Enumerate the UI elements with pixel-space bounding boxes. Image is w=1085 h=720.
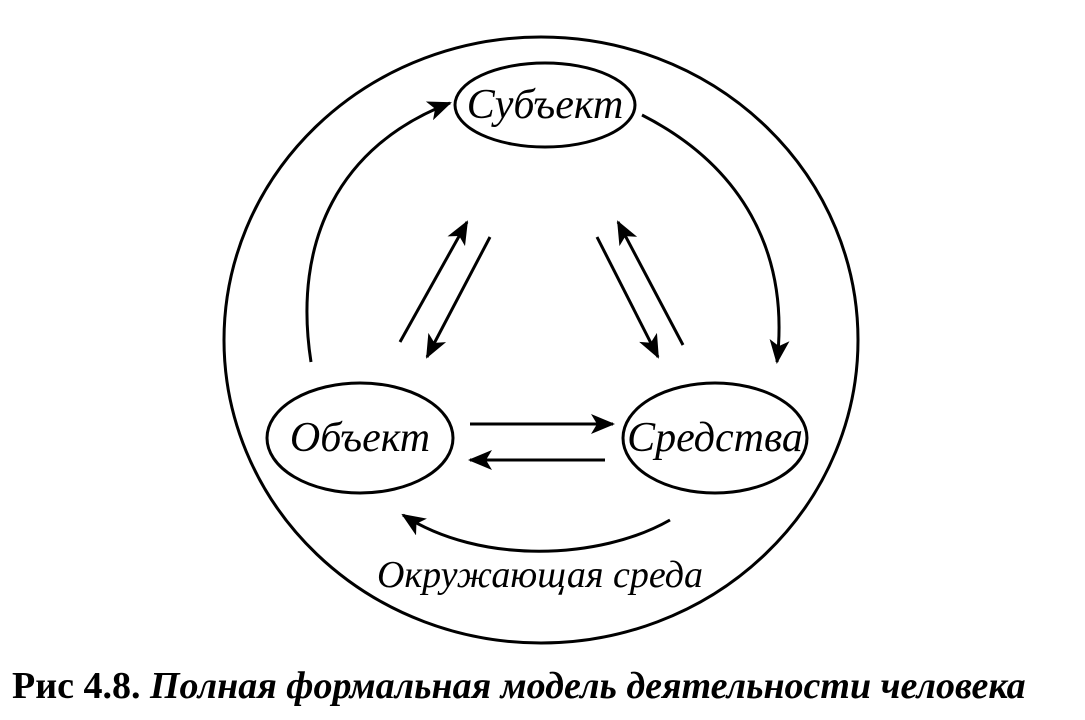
means-node bbox=[621, 381, 809, 495]
arrow-object-to-subject-outer bbox=[305, 101, 452, 363]
means-label: Средства bbox=[627, 415, 803, 461]
arrow-subject-to-means-inner bbox=[595, 236, 660, 359]
figure-title: Полная формальная модель деятельности че… bbox=[149, 665, 1026, 707]
arrow-subject-to-means-outer bbox=[641, 113, 790, 364]
arrow-subject-to-object-inner bbox=[425, 236, 492, 359]
subject-label: Субъект bbox=[467, 82, 624, 128]
arrow-means-to-object-outer bbox=[401, 513, 671, 553]
figure-number: Рис 4.8. bbox=[12, 665, 141, 707]
subject-node bbox=[453, 61, 637, 149]
object-label: Объект bbox=[290, 415, 430, 461]
arrow-means-to-subject-inner bbox=[616, 220, 685, 346]
arrow-object-to-subject-inner bbox=[398, 220, 469, 343]
figure-caption: Рис 4.8. Полная формальная модель деятел… bbox=[12, 664, 1082, 708]
object-node bbox=[265, 381, 455, 495]
environment-label: Окружающая среда bbox=[377, 554, 703, 596]
environment-circle bbox=[222, 35, 860, 645]
